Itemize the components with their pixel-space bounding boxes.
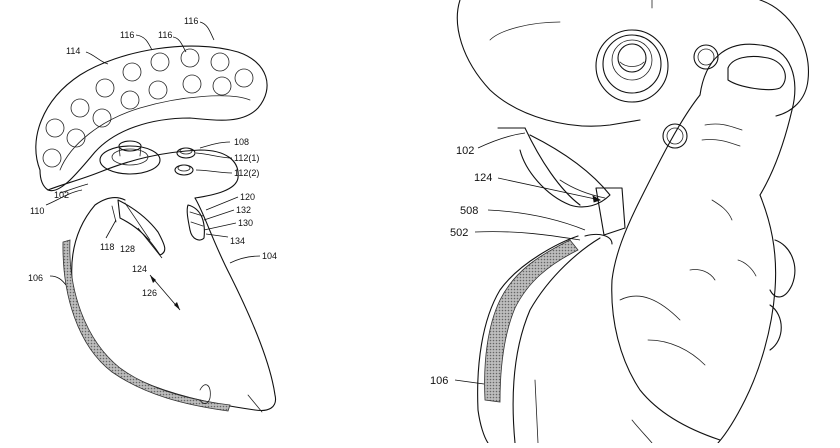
ring-top-right [759, 0, 810, 117]
ref-502: 502 [450, 227, 468, 239]
ref-112-1: 112(1) [234, 153, 259, 163]
ref-134: 134 [230, 236, 245, 246]
thumb [699, 43, 796, 196]
tracking-ring-outer [35, 45, 268, 192]
ref-114: 114 [66, 46, 80, 56]
ref-124: 124 [132, 264, 147, 274]
controller-handle [71, 196, 277, 412]
ref-112-2: 112(2) [234, 168, 259, 178]
face-buttons [174, 147, 196, 176]
left-figure-controller: 114 116 116 116 108 112(1) 112(2) 120 13… [28, 16, 277, 413]
finger-curl [519, 134, 611, 208]
ref-130: 130 [238, 218, 253, 228]
ref-116-a: 116 [120, 30, 134, 40]
side-trigger [186, 204, 205, 241]
ref-116-b: 116 [158, 30, 172, 40]
ref-108: 108 [234, 137, 249, 147]
ref-508: 508 [460, 205, 478, 217]
right-leader-lines [454, 132, 601, 385]
tracking-led-dots [42, 48, 254, 168]
left-reference-labels: 114 116 116 116 108 112(1) 112(2) 120 13… [28, 16, 277, 298]
right-reference-labels: 102 124 508 502 106 [430, 145, 492, 387]
hand-outline [611, 94, 721, 441]
ref-120: 120 [240, 192, 255, 202]
ref-104: 104 [262, 251, 277, 261]
ref-118: 118 [100, 242, 114, 252]
ref-106: 106 [28, 273, 43, 283]
thumbstick-right [595, 29, 669, 103]
ref-110: 110 [30, 206, 44, 216]
right-figure-hand-on-controller: 102 124 508 502 106 [430, 0, 810, 444]
ref-102-right: 102 [456, 145, 474, 157]
grip-texture [62, 239, 231, 412]
ref-102: 102 [54, 190, 69, 200]
grip-texture-right [484, 239, 579, 403]
thumbstick [99, 140, 161, 175]
ref-126: 126 [142, 288, 157, 298]
ref-132: 132 [236, 205, 251, 215]
tracking-ring-inner [59, 95, 251, 171]
controller-top-face [47, 149, 239, 199]
ref-106-right: 106 [430, 375, 448, 387]
trigger-cavity [117, 199, 166, 256]
left-leader-lines [45, 21, 261, 286]
ref-124-right: 124 [474, 172, 492, 184]
ring-top [456, 0, 641, 127]
ref-116-c: 116 [184, 16, 198, 26]
button-b [693, 44, 719, 70]
ref-128: 128 [120, 244, 135, 254]
button-a [662, 123, 688, 149]
